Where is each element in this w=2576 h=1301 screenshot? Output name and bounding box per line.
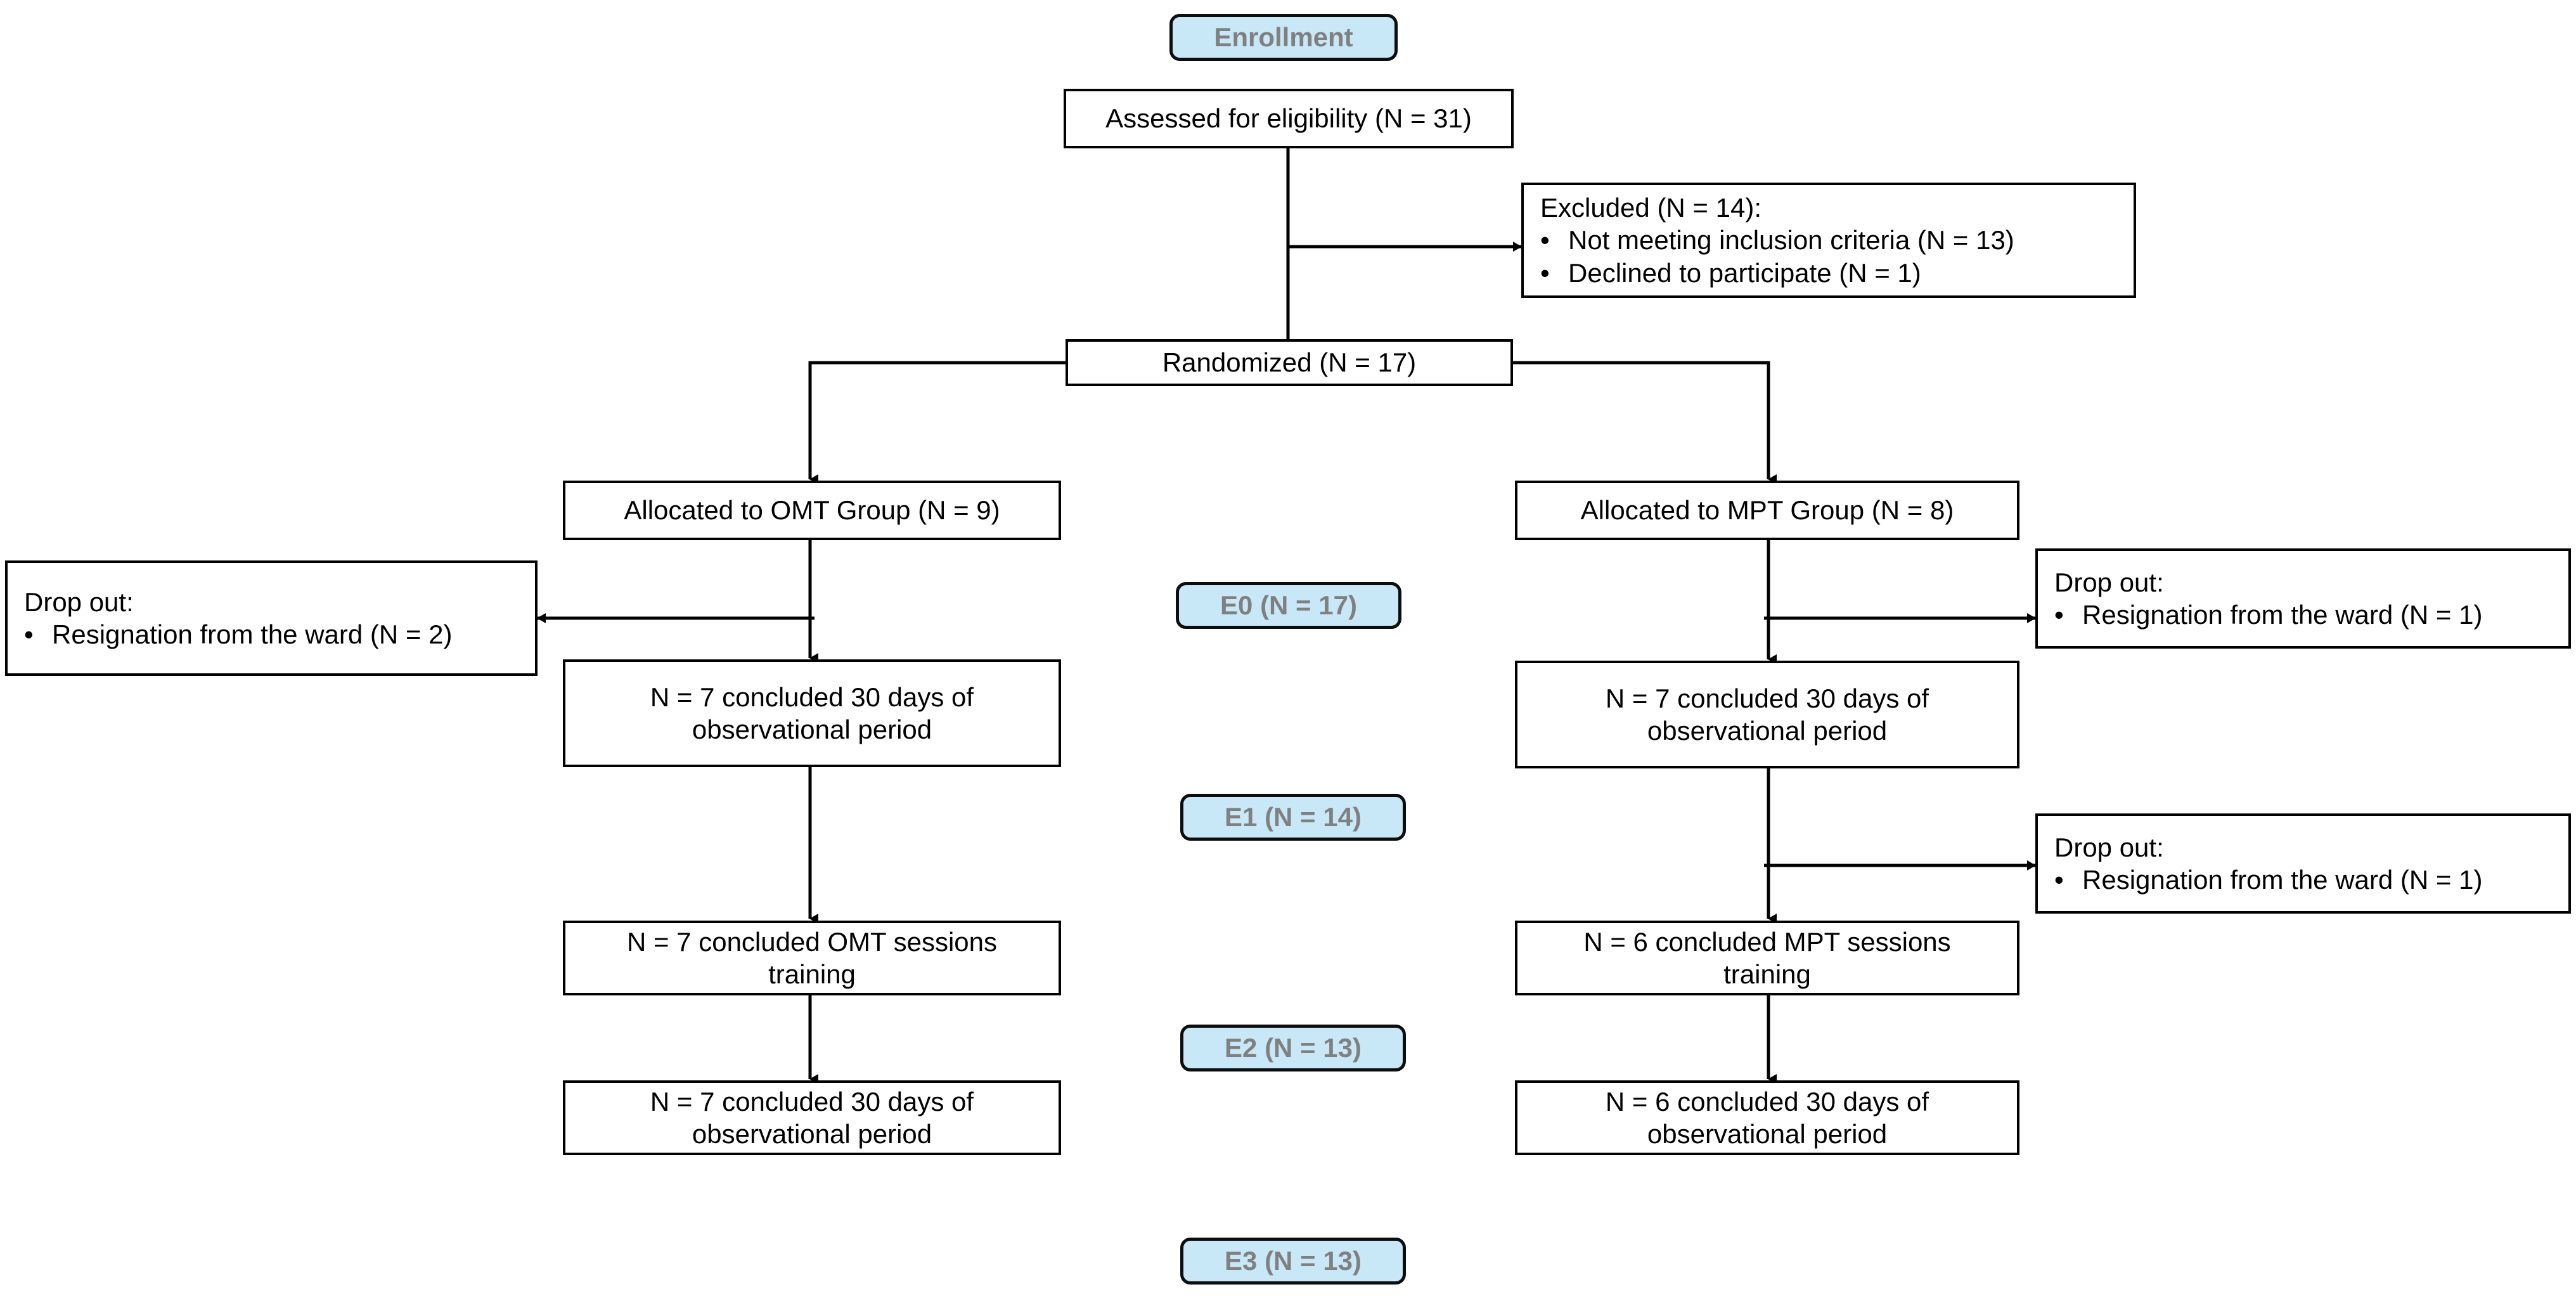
- stage-label-e1: E1 (N = 14): [1225, 802, 1362, 832]
- randomized-line-1: Randomized (N = 17): [1162, 347, 1417, 378]
- stage-label-enrollment: Enrollment: [1214, 22, 1353, 52]
- node-excluded: Excluded (N = 14): • Not meeting inclusi…: [1521, 183, 2136, 298]
- assessed-line-1: Assessed for eligibility (N = 31): [1105, 103, 1472, 134]
- wire-randomized-to-omt: [808, 361, 1066, 484]
- stage-badge-enrollment: Enrollment: [1169, 14, 1398, 61]
- mpt-obs-1-line-2: observational period: [1647, 716, 1888, 746]
- bullet-icon: •: [2054, 865, 2064, 895]
- excluded-heading: Excluded (N = 14):: [1540, 193, 1762, 223]
- stage-label-e3: E3 (N = 13): [1225, 1246, 1362, 1276]
- excluded-item-2-text: Declined to participate (N = 1): [1568, 257, 1921, 288]
- bullet-icon: •: [2054, 600, 2064, 630]
- mpt-sessions-line-1: N = 6 concluded MPT sessions: [1583, 926, 1951, 957]
- bullet-icon: •: [1540, 225, 1550, 256]
- node-dropout-mpt-2: Drop out: • Resignation from the ward (N…: [2035, 813, 2571, 914]
- mpt-obs-2-line-2: observational period: [1647, 1119, 1888, 1149]
- node-allocated-omt: Allocated to OMT Group (N = 9): [563, 481, 1061, 540]
- excluded-item-2: • Declined to participate (N = 1): [1540, 257, 1921, 289]
- stage-badge-e0: E0 (N = 17): [1176, 582, 1401, 629]
- omt-sessions-line-1: N = 7 concluded OMT sessions: [626, 926, 997, 957]
- node-omt-sessions-training: N = 7 concluded OMT sessions training: [563, 921, 1061, 995]
- node-omt-observational-1: N = 7 concluded 30 days of observational…: [563, 659, 1061, 767]
- mpt-obs-2-line-1: N = 6 concluded 30 days of: [1605, 1086, 1929, 1117]
- dropout-omt-item-1-text: Resignation from the ward (N = 2): [52, 619, 453, 649]
- node-dropout-omt: Drop out: • Resignation from the ward (N…: [5, 560, 538, 676]
- node-dropout-mpt-1: Drop out: • Resignation from the ward (N…: [2035, 548, 2571, 649]
- stage-badge-e2: E2 (N = 13): [1180, 1025, 1406, 1071]
- stage-badge-e1: E1 (N = 14): [1180, 794, 1406, 841]
- node-omt-observational-2: N = 7 concluded 30 days of observational…: [563, 1080, 1061, 1155]
- omt-obs-1-line-1: N = 7 concluded 30 days of: [650, 682, 974, 712]
- node-mpt-observational-1: N = 7 concluded 30 days of observational…: [1515, 661, 2019, 768]
- dropout-mpt-1-item-1: • Resignation from the ward (N = 1): [2054, 599, 2482, 631]
- bullet-icon: •: [24, 619, 34, 649]
- node-assessed-for-eligibility: Assessed for eligibility (N = 31): [1064, 89, 1514, 148]
- node-mpt-sessions-training: N = 6 concluded MPT sessions training: [1515, 921, 2019, 995]
- omt-obs-1-line-2: observational period: [692, 715, 932, 744]
- alloc-omt-line-1: Allocated to OMT Group (N = 9): [624, 495, 1000, 526]
- node-mpt-observational-2: N = 6 concluded 30 days of observational…: [1515, 1080, 2019, 1155]
- dropout-mpt-2-heading: Drop out:: [2054, 832, 2164, 862]
- wire-randomized-to-mpt: [1513, 361, 1777, 484]
- dropout-mpt-2-item-1: • Resignation from the ward (N = 1): [2054, 864, 2482, 896]
- excluded-item-1-text: Not meeting inclusion criteria (N = 13): [1568, 225, 2014, 256]
- omt-sessions-line-2: training: [768, 959, 856, 989]
- alloc-mpt-line-1: Allocated to MPT Group (N = 8): [1580, 495, 1954, 526]
- omt-obs-2-line-1: N = 7 concluded 30 days of: [650, 1086, 974, 1117]
- node-randomized: Randomized (N = 17): [1066, 339, 1513, 386]
- dropout-mpt-1-item-1-text: Resignation from the ward (N = 1): [2082, 600, 2483, 630]
- bullet-icon: •: [1540, 257, 1550, 288]
- node-allocated-mpt: Allocated to MPT Group (N = 8): [1515, 481, 2019, 540]
- dropout-mpt-1-heading: Drop out:: [2054, 567, 2164, 597]
- omt-obs-2-line-2: observational period: [692, 1119, 932, 1149]
- stage-badge-e3: E3 (N = 13): [1180, 1238, 1406, 1285]
- dropout-omt-item-1: • Resignation from the ward (N = 2): [24, 618, 452, 650]
- dropout-mpt-2-item-1-text: Resignation from the ward (N = 1): [2082, 865, 2483, 895]
- excluded-item-1: • Not meeting inclusion criteria (N = 13…: [1540, 224, 2014, 256]
- mpt-sessions-line-2: training: [1723, 959, 1811, 989]
- stage-label-e0: E0 (N = 17): [1220, 590, 1357, 620]
- mpt-obs-1-line-1: N = 7 concluded 30 days of: [1605, 683, 1929, 713]
- dropout-omt-heading: Drop out:: [24, 586, 134, 617]
- stage-label-e2: E2 (N = 13): [1225, 1033, 1362, 1063]
